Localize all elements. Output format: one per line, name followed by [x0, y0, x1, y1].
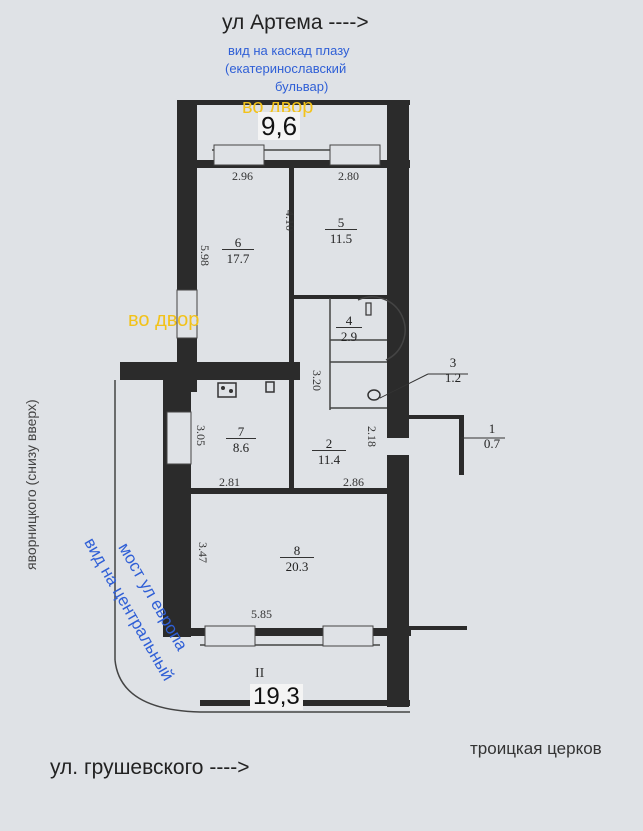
street-label-top: ул Артема ----> [222, 11, 369, 34]
wall-partition-vertical [289, 168, 294, 488]
dim-2-18: 2.18 [365, 426, 379, 447]
fixtures [217, 302, 505, 439]
window-bottom-left [204, 625, 256, 647]
corner-curve [114, 659, 410, 713]
room-5-area: 11.5 [325, 229, 357, 245]
wall-partition-bath [294, 295, 387, 299]
view-note-line-1: вид на каскад плазу [228, 43, 350, 58]
bath-tub-marker [365, 302, 372, 316]
wall-left-lower [163, 362, 191, 637]
total-area-top: 9,6 [258, 112, 301, 140]
window-left-lower [166, 411, 192, 465]
view-note-line-3: бульвар) [275, 79, 329, 94]
wall-bottom-outer [200, 700, 410, 706]
dim-5-85: 5.85 [251, 607, 272, 621]
stove [217, 382, 237, 398]
wall-right-lower [387, 455, 409, 707]
wall-balcony-right [409, 415, 461, 419]
room-3: 3 1.2 [440, 356, 466, 384]
wall-right-upper [387, 100, 409, 438]
wall-bottom-right [409, 626, 467, 630]
room-2: 2 11.4 [312, 437, 346, 466]
church-label: троицкая церков [470, 739, 602, 758]
room-7-id: 7 [237, 424, 245, 439]
dim-4-10: 4.10 [283, 210, 297, 231]
room-2-area: 11.4 [312, 450, 346, 466]
floor-roman-numeral: II [255, 666, 265, 681]
stove-burner-2 [229, 389, 233, 393]
dim-2-81: 2.81 [219, 475, 240, 489]
view-note-line-2: (екатеринославский [225, 61, 347, 76]
room-7: 7 8.6 [226, 425, 256, 454]
courtyard-label-left: во двор [128, 309, 200, 331]
room-4: 4 2.9 [336, 314, 362, 343]
window-top-right [329, 144, 381, 166]
room-8-area: 20.3 [280, 557, 314, 573]
room-7-area: 8.6 [226, 438, 256, 454]
dim-3-05: 3.05 [194, 425, 208, 446]
room-1-id: 1 [488, 421, 496, 436]
room-6-area: 17.7 [222, 249, 254, 265]
dim-2-96: 2.96 [232, 169, 253, 183]
room-5: 5 11.5 [325, 216, 357, 245]
wall-balcony-right-v [459, 415, 464, 475]
room-3-leader [379, 373, 429, 399]
wall-top-outer [178, 100, 410, 105]
room-2-id: 2 [325, 436, 333, 451]
wall-partition-kitchen [191, 488, 391, 494]
windows [166, 144, 381, 647]
sink [265, 381, 275, 393]
room-3-area: 1.2 [444, 370, 462, 385]
wall-top-inner [178, 160, 410, 168]
room-8: 8 20.3 [280, 544, 314, 573]
room-1: 1 0.7 [479, 422, 505, 450]
room-3-id: 3 [449, 355, 457, 370]
stove-burner [221, 386, 225, 390]
room-4-area: 2.9 [336, 327, 362, 343]
toilet [367, 389, 381, 401]
total-area-bottom: 19,3 [250, 684, 303, 710]
window-bottom-right [322, 625, 374, 647]
bath-door-arc [357, 296, 406, 361]
room-6-id: 6 [234, 235, 242, 250]
room-4-id: 4 [345, 313, 353, 328]
dim-5-98: 5.98 [198, 245, 212, 266]
window-left [176, 289, 198, 339]
room-5-id: 5 [337, 215, 345, 230]
wall-bottom [163, 628, 411, 636]
dim-3-20: 3.20 [310, 370, 324, 391]
window-top-left [213, 144, 265, 166]
dim-3-47: 3.47 [196, 542, 210, 563]
room-1-area: 0.7 [483, 436, 501, 451]
wall-left-upper [177, 100, 197, 392]
room-6: 6 17.7 [222, 236, 254, 265]
dim-2-80: 2.80 [338, 169, 359, 183]
wall-mid-horizontal [120, 362, 300, 380]
street-label-left: яворницкого (снизу вверх) [23, 399, 39, 570]
street-label-bottom: ул. грушевского ----> [50, 756, 250, 779]
room-8-id: 8 [293, 543, 301, 558]
dim-2-86: 2.86 [343, 475, 364, 489]
